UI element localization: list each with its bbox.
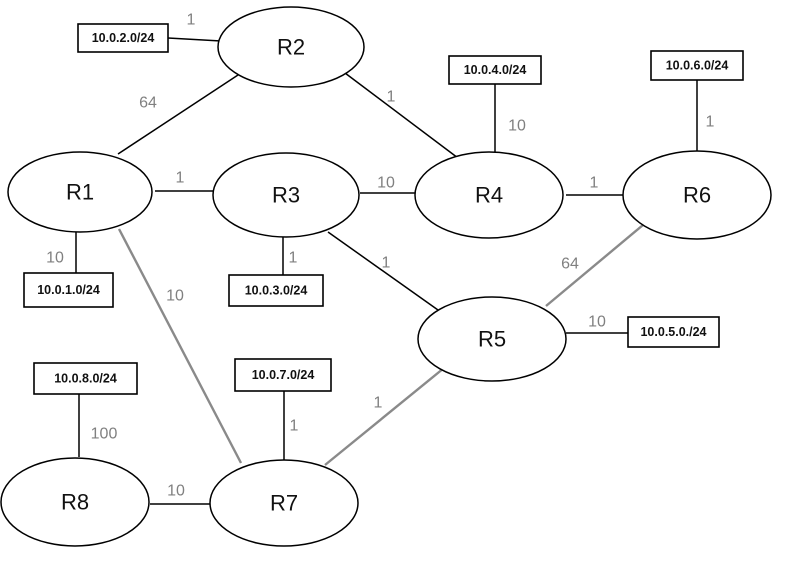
subnet-label: 10.0.6.0/24 — [666, 59, 729, 73]
subnet-label: 10.0.8.0/24 — [54, 372, 117, 386]
link-r1-r3: 1 — [155, 170, 214, 192]
router-label: R8 — [61, 490, 89, 515]
router-label: R6 — [683, 183, 711, 208]
router-r8: R8 — [0, 457, 150, 547]
link-r1-r7-cost: 10 — [166, 288, 184, 305]
router-label: R7 — [270, 491, 298, 516]
link-r3-r4-cost: 10 — [377, 175, 395, 192]
subnet-label: 10.0.7.0/24 — [252, 368, 315, 382]
link-r1-r2: 64 — [117, 74, 239, 155]
stub-cost-10-0-2-0: 1 — [187, 12, 196, 29]
router-label: R1 — [66, 180, 94, 205]
link-r4-r6: 1 — [566, 175, 625, 196]
link-r5-r6-cost: 64 — [561, 256, 579, 273]
stub-link-10-0-4-0: 10 — [494, 84, 526, 153]
link-r3-r4: 10 — [360, 175, 415, 194]
link-r2-r4-cost: 1 — [387, 89, 396, 106]
subnet-10-0-8-0: 10.0.8.0/24 — [33, 362, 138, 395]
subnet-10-0-3-0: 10.0.3.0/24 — [228, 274, 324, 307]
link-r5-r6: 64 — [545, 224, 644, 307]
router-r4: R4 — [414, 151, 564, 239]
stub-link-10-0-1-0: 10 — [46, 230, 77, 273]
link-r3-r5: 1 — [327, 231, 439, 311]
router-r3: R3 — [212, 152, 360, 238]
router-r1: R1 — [7, 151, 153, 233]
link-r4-r6-cost: 1 — [590, 175, 599, 192]
link-r1-r3-cost: 1 — [176, 170, 185, 187]
stub-link-10-0-3-0: 1 — [282, 237, 298, 275]
router-label: R2 — [277, 35, 305, 60]
subnet-label: 10.0.4.0/24 — [464, 63, 527, 77]
router-r2: R2 — [217, 6, 365, 88]
link-r8-r7-cost: 10 — [167, 483, 185, 500]
stub-link-10-0-8-0: 100 — [78, 394, 118, 457]
link-r8-r7: 10 — [150, 483, 210, 505]
stub-cost-10-0-8-0: 100 — [91, 426, 118, 443]
subnet-10-0-7-0: 10.0.7.0/24 — [234, 358, 332, 392]
stub-cost-10-0-1-0: 10 — [46, 250, 64, 267]
router-r6: R6 — [622, 150, 772, 240]
link-r1-r2-cost: 64 — [139, 95, 157, 112]
link-r5-r7: 1 — [324, 367, 445, 466]
stub-link-10-0-2-0: 1 — [167, 12, 222, 42]
router-label: R5 — [478, 327, 506, 352]
link-r1-r7: 10 — [117, 228, 243, 464]
stub-link-10-0-7-0: 1 — [283, 391, 299, 465]
router-label: R3 — [272, 183, 300, 208]
subnet-10-0-4-0: 10.0.4.0/24 — [448, 55, 542, 85]
subnet-10-0-6-0: 10.0.6.0/24 — [650, 50, 744, 81]
router-label: R4 — [475, 183, 503, 208]
link-r2-r4: 1 — [344, 72, 459, 159]
subnet-10-0-1-0: 10.0.1.0/24 — [23, 272, 114, 308]
stub-cost-10-0-6-0: 1 — [706, 114, 715, 131]
stub-cost-10-0-3-0: 1 — [289, 250, 298, 267]
subnet-10-0-5-0: 10.0.5.0./24 — [627, 316, 720, 348]
stub-cost-10-0-7-0: 1 — [290, 418, 299, 435]
link-r5-r7-cost: 1 — [374, 395, 383, 412]
router-r5: R5 — [417, 296, 567, 382]
stub-link-10-0-5-0: 10 — [566, 314, 628, 334]
stub-cost-10-0-5-0: 10 — [588, 314, 606, 331]
stub-cost-10-0-4-0: 10 — [508, 118, 526, 135]
router-r7: R7 — [209, 459, 359, 547]
subnet-10-0-2-0: 10.0.2.0/24 — [77, 23, 169, 53]
subnet-label: 10.0.3.0/24 — [245, 284, 308, 298]
subnet-label: 10.0.5.0./24 — [640, 325, 706, 339]
link-r3-r5-cost: 1 — [382, 255, 391, 272]
subnet-label: 10.0.2.0/24 — [92, 31, 155, 45]
subnet-label: 10.0.1.0/24 — [37, 283, 100, 297]
stub-link-10-0-6-0: 1 — [696, 80, 715, 152]
